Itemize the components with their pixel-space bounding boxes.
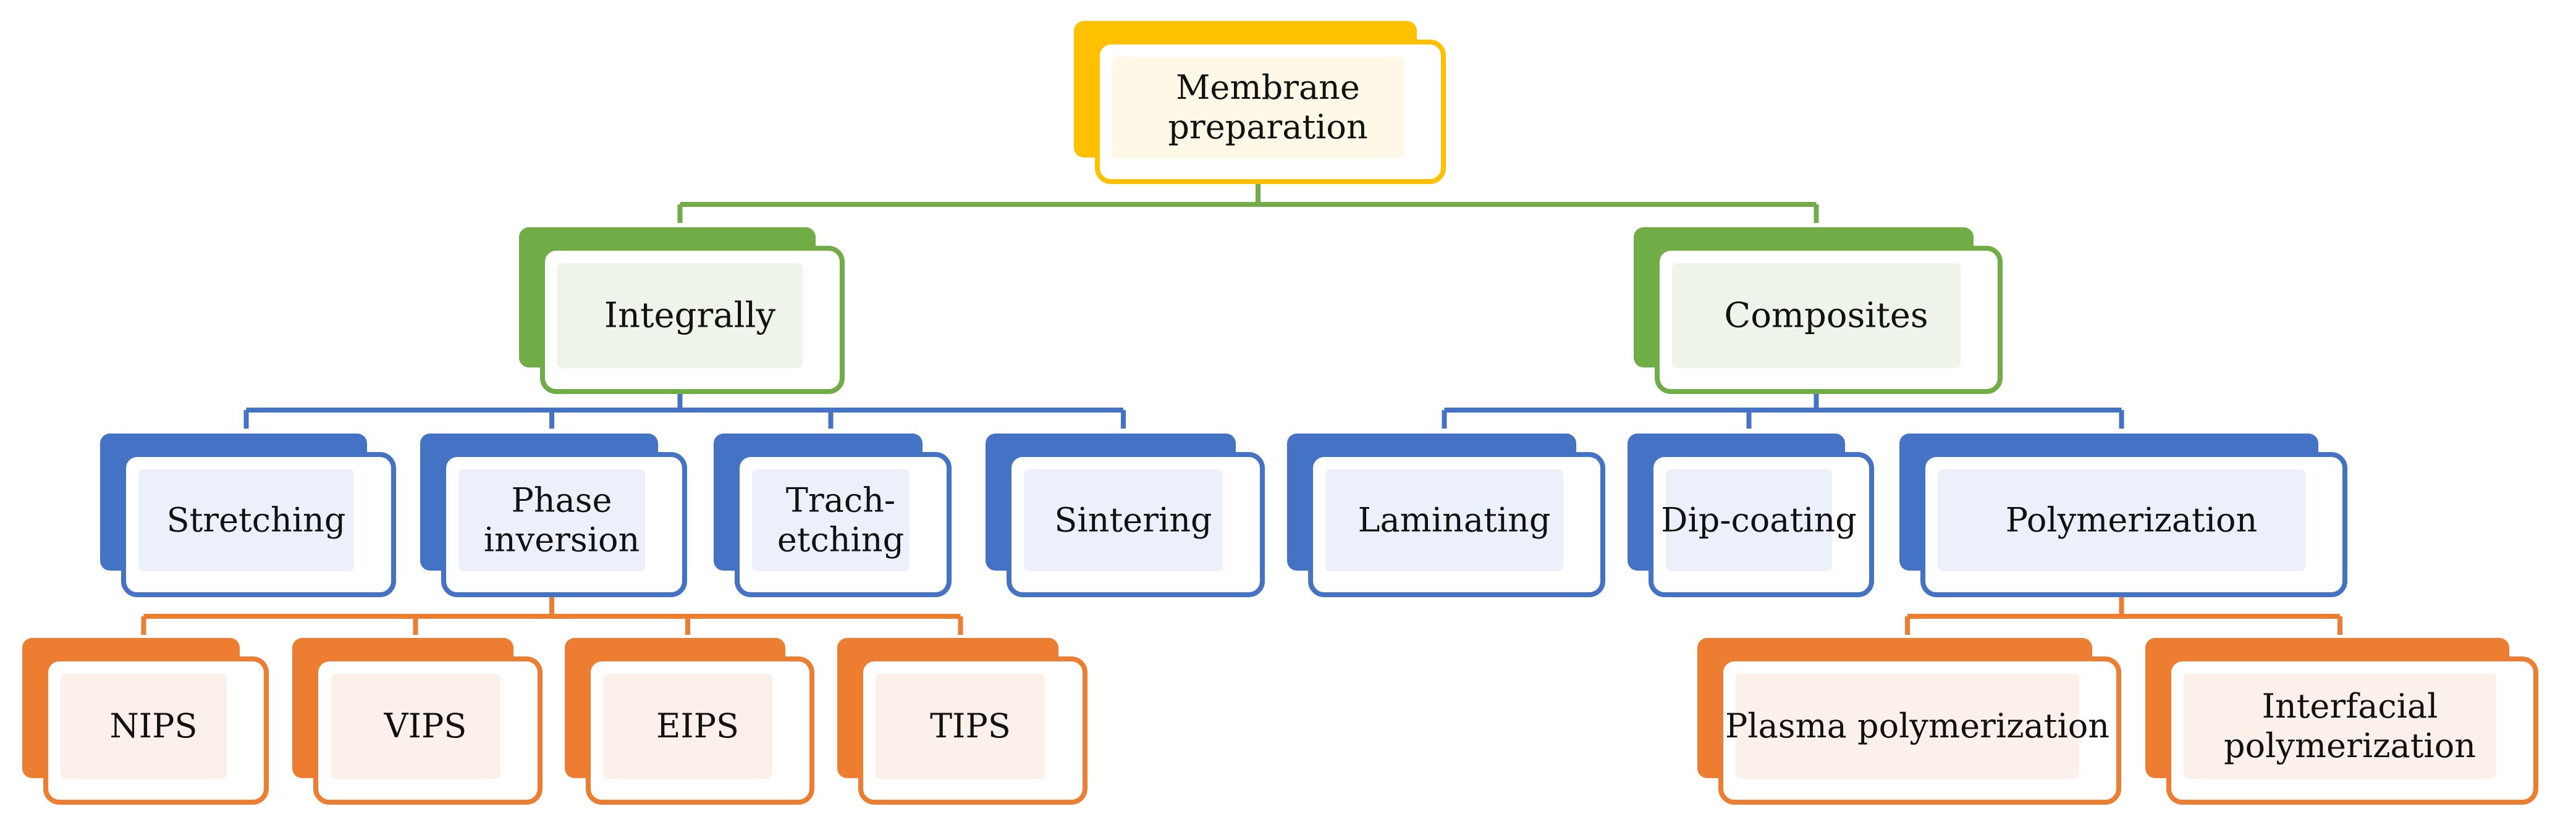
node-inner-panel: [603, 674, 772, 779]
node-label: VIPS: [384, 706, 467, 745]
node-inner-panel: [557, 263, 803, 368]
connector-lines: [141, 169, 2342, 635]
node-inner-panel: [61, 674, 227, 779]
node-label: EIPS: [656, 706, 739, 745]
node-inner-panel: [1938, 469, 2305, 571]
node-label: inversion: [484, 520, 640, 559]
node-label: Polymerization: [2006, 500, 2258, 539]
node-label: Composites: [1724, 296, 1928, 336]
node-inner-panel: [331, 674, 500, 779]
node-label: NIPS: [110, 706, 198, 745]
technique-node-plasma-polymerization: Plasma polymerization: [1697, 638, 2121, 805]
category-node-composites: Composites: [1634, 227, 2003, 394]
node-label: Trach-: [786, 481, 895, 520]
method-node-dip-coating: Dip-coating: [1628, 434, 1874, 597]
node-label: Interfacial: [2262, 687, 2438, 726]
connector: [141, 582, 963, 635]
technique-node-vips: VIPS: [292, 638, 543, 805]
node-label: Phase: [512, 481, 612, 520]
node-inner-panel: [2184, 674, 2496, 779]
node-inner-panel: [458, 469, 645, 571]
node-inner-panel: [1736, 674, 2079, 779]
node-inner-panel: [138, 469, 354, 571]
node-inner-panel: [876, 674, 1045, 779]
method-node-trach-etching: Trach-etching: [714, 434, 952, 597]
node-label: preparation: [1168, 107, 1367, 146]
node-label: polymerization: [2224, 726, 2476, 765]
node-inner-panel: [1112, 57, 1404, 158]
method-node-polymerization: Polymerization: [1899, 434, 2347, 597]
method-node-laminating: Laminating: [1287, 434, 1605, 597]
technique-node-tips: TIPS: [837, 638, 1087, 805]
node-label: TIPS: [930, 706, 1011, 745]
category-node-integrally: Integrally: [519, 227, 845, 394]
node-label: Integrally: [604, 296, 776, 336]
node-inner-panel: [1666, 469, 1832, 571]
node-label: Membrane: [1176, 68, 1360, 107]
node-label: Dip-coating: [1661, 500, 1857, 539]
method-node-sintering: Sintering: [986, 434, 1265, 597]
method-node-stretching: Stretching: [100, 434, 396, 597]
node-label: Plasma polymerization: [1725, 706, 2109, 745]
technique-node-nips: NIPS: [22, 638, 269, 805]
node-inner-panel: [1024, 469, 1223, 571]
node-label: Stretching: [167, 500, 346, 539]
node-inner-panel: [1672, 263, 1961, 368]
node-label: etching: [777, 520, 904, 559]
node-label: Laminating: [1358, 500, 1551, 539]
technique-node-eips: EIPS: [565, 638, 814, 805]
node-label: Sintering: [1054, 500, 1212, 539]
node-inner-panel: [1325, 469, 1563, 571]
node-inner-panel: [752, 469, 910, 571]
